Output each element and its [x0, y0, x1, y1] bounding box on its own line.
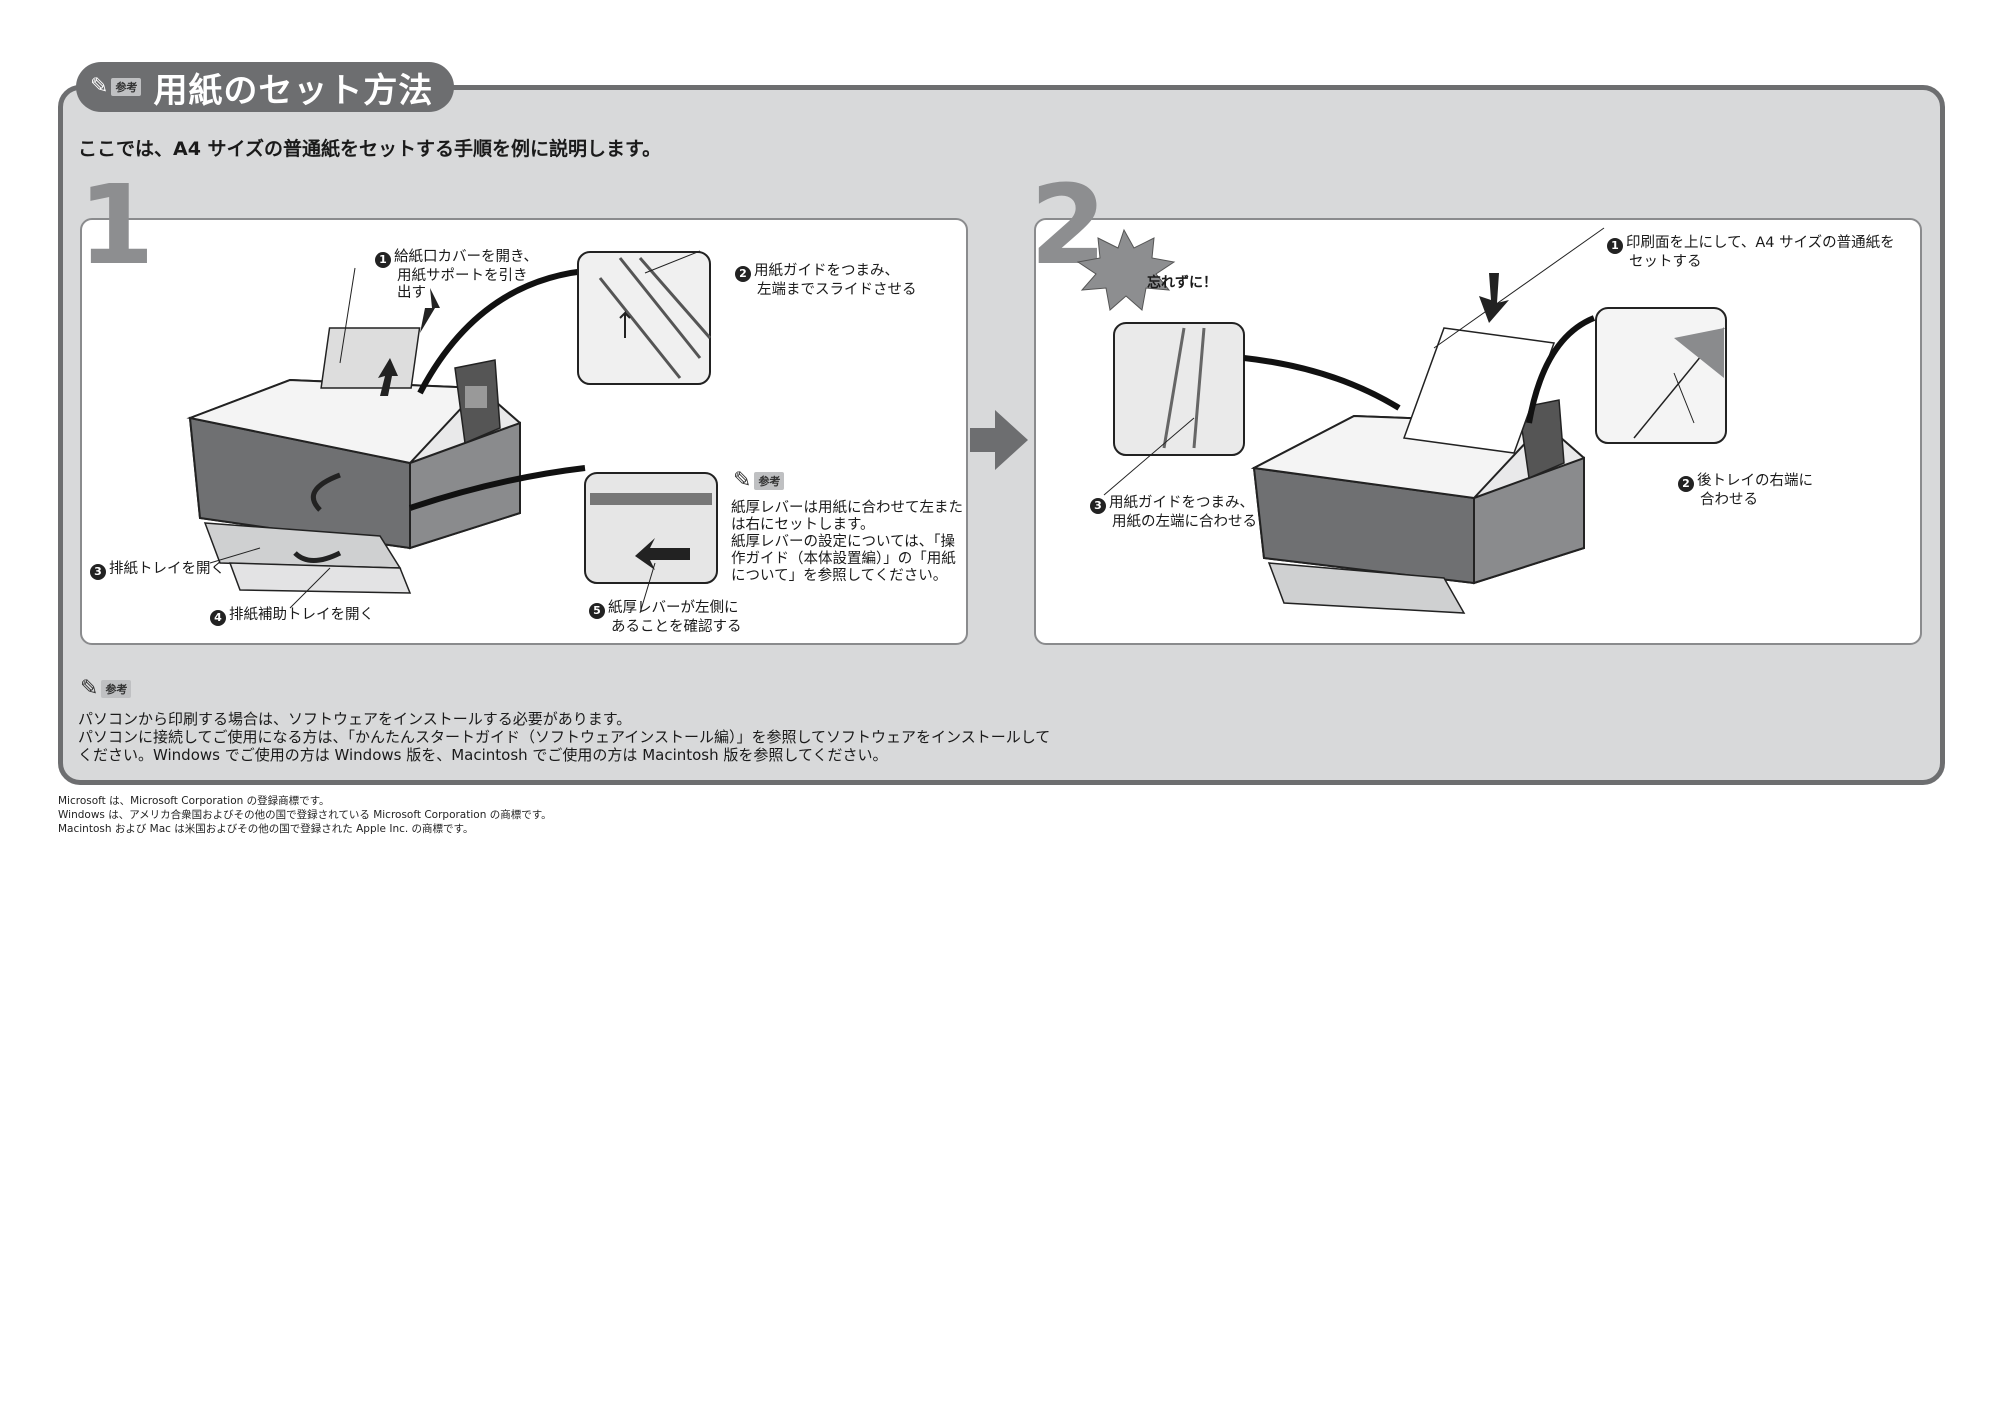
num-1-icon: 1 — [375, 252, 391, 268]
paperclip-icon: ✎ — [80, 676, 99, 701]
zoom-paper-guide — [577, 251, 711, 385]
num-2-icon: 2 — [735, 266, 751, 282]
paperclip-icon: ✎ — [733, 468, 752, 493]
callout-line-1 — [417, 267, 596, 395]
num-5-icon: 5 — [589, 603, 605, 619]
section-title-tab: ✎ 参考 用紙のセット方法 — [76, 62, 454, 112]
leader-line-1 — [339, 267, 356, 364]
reminder-text: 忘れずに！ — [1147, 275, 1217, 291]
bottom-ref-badge: ✎ 参考 — [80, 676, 132, 701]
footer-trademark-3: Macintosh および Mac は米国およびその他の国で登録された Appl… — [58, 823, 474, 835]
intro-text: ここでは、A4 サイズの普通紙をセットする手順を例に説明します。 — [78, 138, 662, 160]
step1-ref-note: 紙厚レバーは用紙に合わせて左また は右にセットします。 紙厚レバーの設定について… — [731, 500, 963, 584]
step1-number: 1 — [78, 161, 155, 289]
page-title: 用紙のセット方法 — [153, 70, 434, 111]
num-3-icon: 3 — [1090, 498, 1106, 514]
step1-ref-badge: ✎ 参考 — [733, 468, 785, 493]
zoom-rear-tray — [1595, 307, 1727, 444]
bottom-note: パソコンから印刷する場合は、ソフトウェアをインストールする必要があります。 パソ… — [78, 710, 1051, 764]
footer-trademark-1: Microsoft は、Microsoft Corporation の登録商標で… — [58, 795, 330, 807]
num-4-icon: 4 — [210, 610, 226, 626]
step1-illustration — [186, 250, 718, 614]
footer-trademark-2: Windows は、アメリカ合衆国およびその他の国で登録されている Micros… — [58, 809, 552, 821]
printer-drawing — [186, 288, 521, 594]
printer-drawing — [1250, 273, 1585, 614]
num-1-icon: 1 — [1607, 238, 1623, 254]
num-2-icon: 2 — [1678, 476, 1694, 492]
next-step-arrow-icon — [970, 410, 1028, 470]
step2-illustration — [1076, 227, 1727, 614]
paperclip-icon: ✎ — [90, 74, 109, 99]
reminder-burst-icon — [1076, 228, 1176, 311]
zoom-paper-guide-left — [1113, 322, 1245, 456]
callout-line-2 — [409, 465, 586, 511]
num-3-icon: 3 — [90, 564, 106, 580]
reference-badge: ✎ 参考 — [90, 74, 142, 99]
reference-badge-label: 参考 — [111, 78, 142, 96]
